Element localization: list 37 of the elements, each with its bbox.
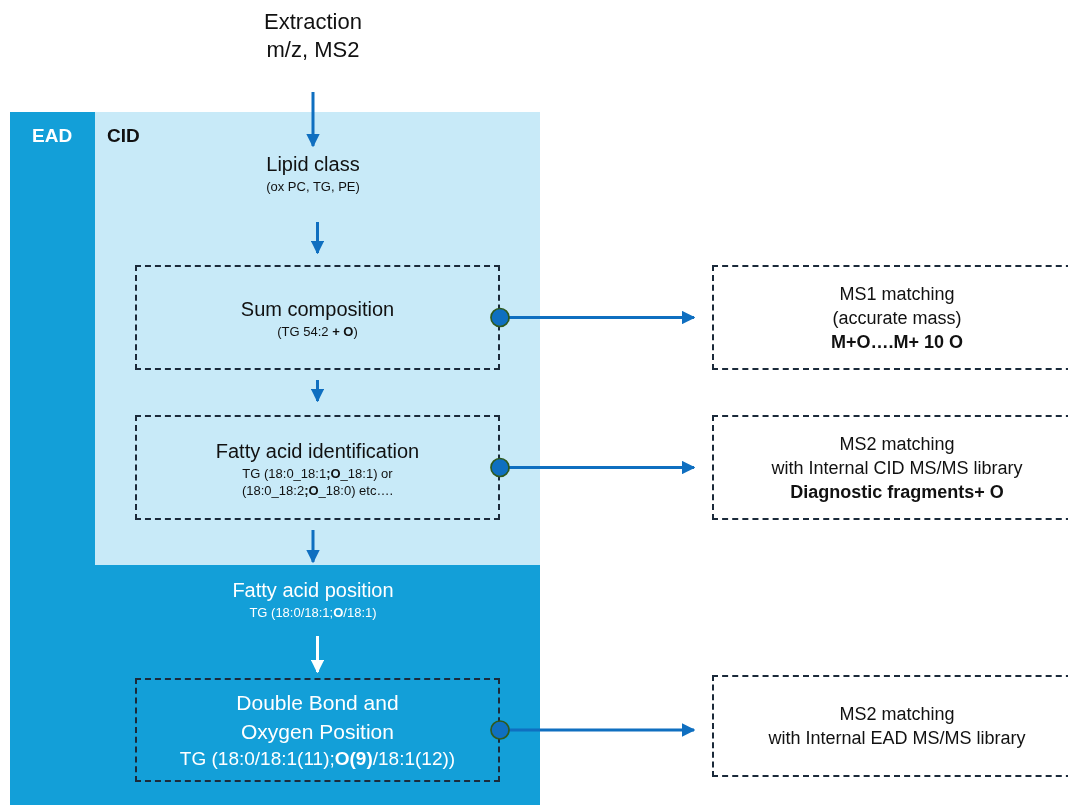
step-title: Sum composition — [240, 297, 395, 322]
step-detail: TG (18:0_18:1;O_18:1) or (18:0_18:2;O_18:0) etc…. — [240, 464, 395, 499]
step-detail: MS1 matching — [839, 282, 955, 306]
step-detail: TG (18:0/18:1(11);O(9)/18:1(12)) — [179, 747, 456, 771]
step-detail: (ox PC, TG, PE) — [266, 178, 360, 195]
step-box — [712, 415, 1068, 520]
step-box — [712, 265, 1068, 370]
step-title: Lipid class — [266, 152, 360, 177]
step-detail: MS2 matching — [839, 432, 955, 456]
step-box — [135, 265, 500, 370]
step-detail: with Internal EAD MS/MS library — [768, 727, 1026, 750]
step-detail: (accurate mass) — [832, 306, 962, 330]
step-detail: MS2 matching — [839, 703, 955, 726]
arrow — [310, 380, 325, 403]
step-detail: TG (18:0/18:1;O/18:1) — [249, 604, 377, 621]
cid-region — [95, 112, 540, 565]
step-box — [712, 675, 1068, 777]
arrow — [306, 92, 320, 148]
arrow — [310, 636, 325, 674]
step-title: Fatty acid position — [232, 578, 394, 603]
arrow — [490, 307, 696, 328]
arrow — [490, 457, 696, 478]
step-detail: (TG 54:2 + O) — [277, 323, 358, 340]
step-box — [135, 678, 500, 782]
region-label: CID — [107, 124, 140, 148]
arrow — [310, 222, 325, 255]
arrow — [306, 530, 320, 564]
step-title: Extraction m/z, MS2 — [263, 8, 363, 64]
ead-region — [10, 112, 540, 805]
arrow — [490, 720, 696, 740]
step-detail: Diagnostic fragments+ O — [790, 480, 1004, 504]
step-detail: with Internal CID MS/MS library — [771, 456, 1023, 480]
step-title: Double Bond and Oxygen Position — [235, 690, 400, 745]
region-label: EAD — [32, 124, 73, 148]
step-detail: M+O….M+ 10 O — [830, 330, 963, 354]
step-box — [135, 415, 500, 520]
step-title: Fatty acid identification — [215, 438, 420, 464]
